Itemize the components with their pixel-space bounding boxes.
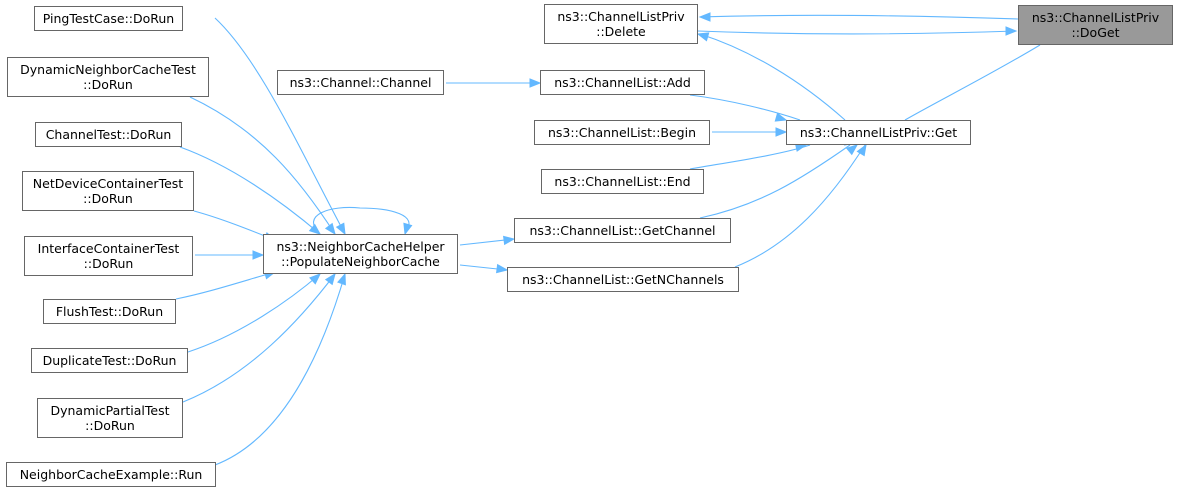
arrowhead-getnchannels-to-populate (496, 263, 509, 274)
node-label-line: ::DoRun (85, 418, 135, 433)
edge-populate-to-populate (313, 206, 410, 235)
edge-doget-to-delete (699, 14, 1019, 20)
arrowhead-populate-to-chtest (308, 223, 322, 235)
arrowhead-populate-to-populate (403, 222, 413, 236)
arrowhead-populate-to-dup (309, 273, 321, 285)
node-label-line: ::Delete (596, 24, 646, 39)
node-label-line: InterfaceContainerTest (37, 241, 180, 256)
arrowhead-populate-to-ncex (337, 272, 346, 286)
node-label: ns3::ChannelList::GetChannel (529, 223, 716, 238)
edge-get-to-getnchannels (734, 144, 866, 268)
node-label: ns3::ChannelList::Begin (548, 125, 696, 140)
node-label: ns3::ChannelList::Add (554, 75, 691, 90)
node-label-line: ::DoRun (83, 256, 134, 271)
edge-get-to-delete (699, 33, 846, 121)
edge-populate-to-ncex (214, 273, 346, 466)
arrowhead-populate-to-iface (252, 250, 265, 260)
node-label-line: ns3::ChannelListPriv (557, 9, 685, 24)
node-dynamicneighborcachetest-dorun[interactable]: DynamicNeighborCacheTest ::DoRun (7, 57, 209, 97)
node-channel-channel[interactable]: ns3::Channel::Channel (277, 70, 444, 95)
node-label: ChannelTest::DoRun (45, 127, 172, 142)
arrowhead-get-to-delete (696, 32, 710, 42)
node-label: ns3::ChannelList::End (554, 174, 691, 189)
node-channellist-getnchannels[interactable]: ns3::ChannelList::GetNChannels (507, 267, 739, 292)
arrowhead-populate-to-dynnc (324, 222, 336, 236)
node-dynamicpartialtest-dorun[interactable]: DynamicPartialTest ::DoRun (37, 398, 183, 438)
edge-populate-to-flush (175, 271, 276, 300)
node-label-line: DynamicNeighborCacheTest (20, 62, 196, 77)
node-label: ns3::Channel::Channel (289, 75, 432, 90)
edge-get-to-end (689, 144, 811, 170)
node-channellistpriv-get[interactable]: ns3::ChannelListPriv::Get (786, 120, 971, 145)
node-channellist-begin[interactable]: ns3::ChannelList::Begin (534, 120, 710, 145)
node-label: DuplicateTest::DoRun (42, 353, 177, 368)
node-label: NeighborCacheExample::Run (19, 467, 203, 482)
node-netdevicecontainertest-dorun[interactable]: NetDeviceContainerTest ::DoRun (22, 171, 194, 211)
node-label: PingTestCase::DoRun (42, 11, 175, 26)
edge-populate-to-dynnc (189, 96, 336, 235)
node-label-line: ::PopulateNeighborCache (281, 254, 440, 269)
arrowhead-get-to-getnchannels (856, 143, 867, 157)
node-label-line: DynamicPartialTest (50, 403, 170, 418)
node-flushtest-dorun[interactable]: FlushTest::DoRun (43, 299, 176, 324)
node-channellist-add[interactable]: ns3::ChannelList::Add (540, 70, 705, 95)
edge-populate-to-dynpart (182, 273, 336, 403)
edge-populate-to-ping (214, 17, 346, 235)
node-neighborcacheexample-run[interactable]: NeighborCacheExample::Run (6, 462, 216, 487)
edge-get-to-add (689, 94, 801, 121)
node-channeltest-dorun[interactable]: ChannelTest::DoRun (35, 122, 182, 147)
edge-get-to-getchannel (699, 144, 851, 219)
node-label: FlushTest::DoRun (55, 304, 164, 319)
node-label-line: ::DoRun (83, 191, 133, 206)
arrowhead-populate-to-dynpart (324, 272, 336, 286)
arrowhead-get-to-getchannel (845, 144, 859, 156)
edge-doget-to-get (904, 44, 1041, 121)
arrowhead-get-to-begin (775, 127, 788, 137)
node-label-line: ::DoGet (1071, 25, 1120, 40)
edge-populate-to-dup (187, 273, 321, 353)
node-label-line: NetDeviceContainerTest (32, 176, 184, 191)
node-neighborcachehelper-populate[interactable]: ns3::NeighborCacheHelper ::PopulateNeigh… (263, 234, 458, 274)
node-channellistpriv-delete[interactable]: ns3::ChannelListPriv ::Delete (544, 4, 698, 44)
node-interfacecontainertest-dorun[interactable]: InterfaceContainerTest ::DoRun (24, 236, 193, 276)
edge-populate-to-chtest (179, 146, 321, 235)
node-label: ns3::ChannelListPriv::Get (799, 125, 958, 140)
node-label-line: ns3::ChannelListPriv (1031, 10, 1160, 25)
arrowhead-get-to-add (774, 112, 788, 122)
arrowhead-populate-to-ping (335, 222, 346, 236)
edge-delete-to-doget (697, 30, 1017, 35)
node-duplicatetest-dorun[interactable]: DuplicateTest::DoRun (31, 348, 188, 373)
node-label-line: ns3::NeighborCacheHelper (276, 239, 445, 254)
arrowhead-add-to-channel (529, 78, 542, 88)
node-pingtestcase-dorun[interactable]: PingTestCase::DoRun (34, 6, 183, 31)
arrowhead-getchannel-to-populate (503, 235, 516, 246)
arrowhead-doget-to-delete (698, 12, 711, 22)
node-label-line: ::DoRun (83, 77, 133, 92)
node-channellist-getchannel[interactable]: ns3::ChannelList::GetChannel (514, 218, 731, 243)
node-channellist-end[interactable]: ns3::ChannelList::End (541, 169, 704, 194)
node-label: ns3::ChannelList::GetNChannels (522, 272, 724, 287)
node-channellistpriv-doget: ns3::ChannelListPriv ::DoGet (1018, 5, 1173, 45)
arrowhead-delete-to-doget (1005, 26, 1018, 36)
